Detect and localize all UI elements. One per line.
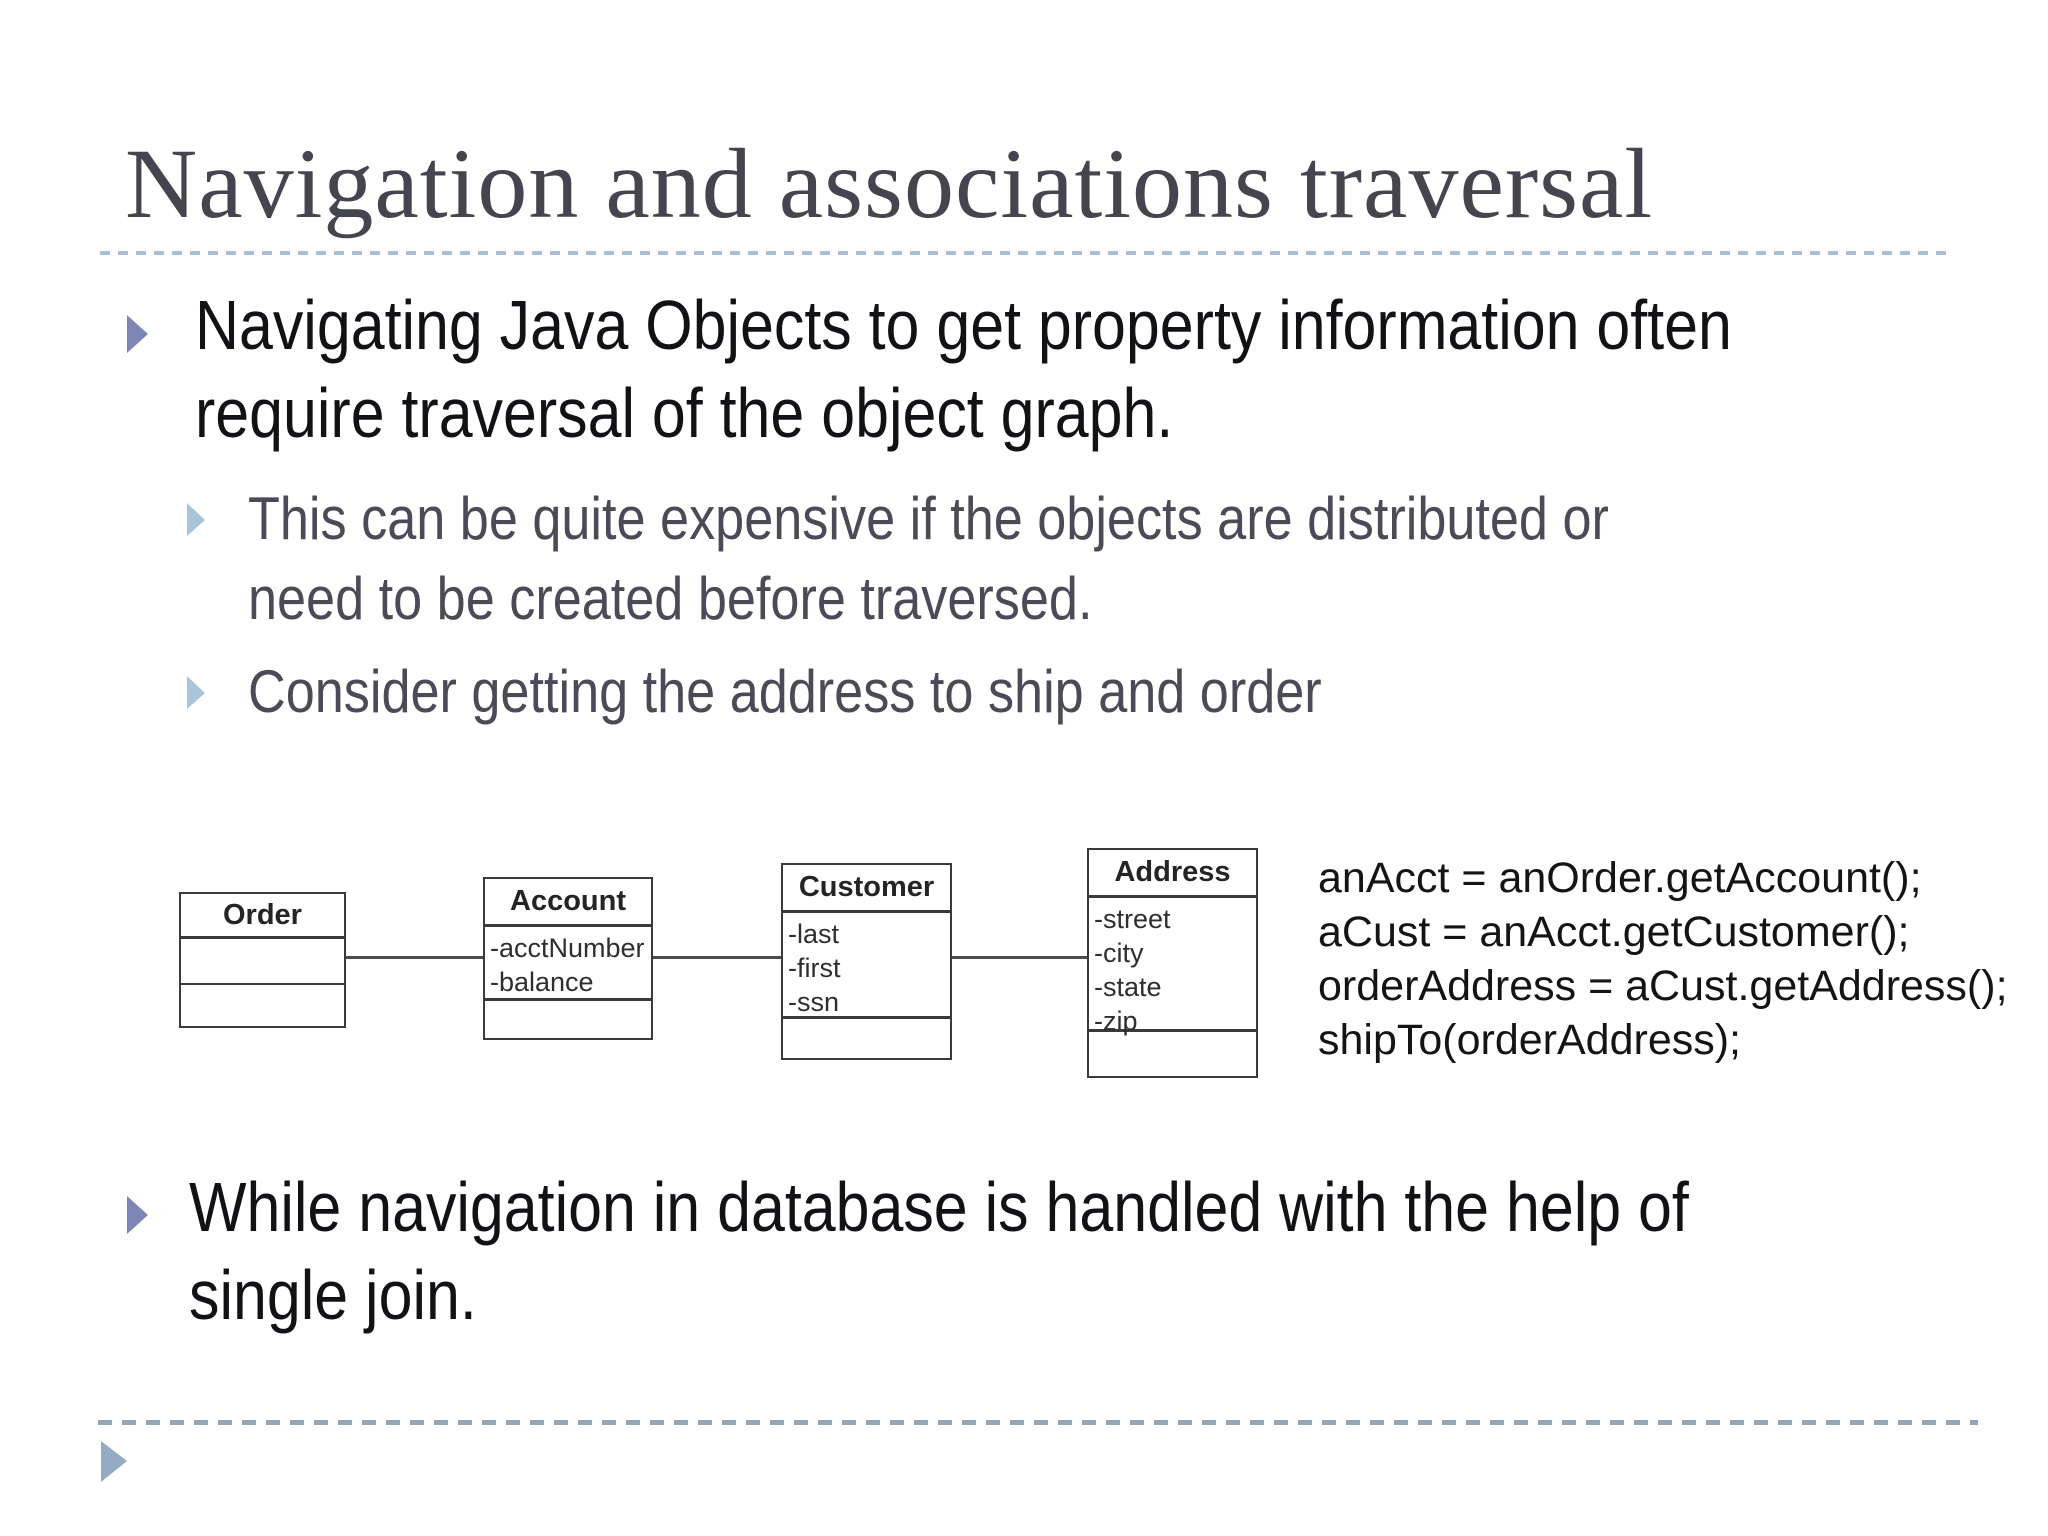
title-divider <box>100 251 1948 255</box>
class-attribute: -city <box>1094 938 1144 968</box>
uml-class-account: Account -acctNumber -balance <box>483 877 653 1040</box>
bullet-database-navigation: While navigation in database is handled … <box>127 1163 1913 1339</box>
uml-class-address: Address -street -city -state -zip <box>1087 848 1258 1078</box>
class-compartment-empty <box>181 985 344 1026</box>
class-attributes: -last -first -ssn <box>783 913 950 1019</box>
sub-bullet-arrow-icon <box>187 676 205 709</box>
association-line <box>345 956 1090 959</box>
class-name: Customer <box>783 865 950 913</box>
code-line: anAcct = anOrder.getAccount(); <box>1318 854 1922 902</box>
bullet-arrow-icon <box>127 1196 148 1234</box>
class-compartment-empty <box>1089 1032 1256 1076</box>
uml-class-order: Order <box>179 892 346 1028</box>
bullet-line: Navigating Java Objects to get property … <box>195 286 1732 364</box>
class-name: Order <box>181 894 344 939</box>
sub-bullet-text: This can be quite expensive if the objec… <box>248 479 1609 639</box>
class-attribute: -balance <box>490 967 594 997</box>
class-attributes: -street -city -state -zip <box>1089 898 1256 1036</box>
class-attribute: -street <box>1094 904 1171 934</box>
class-attribute: -ssn <box>788 987 840 1017</box>
sub-bullet-consider-address: Consider getting the address to ship and… <box>187 652 1482 732</box>
class-attribute: -last <box>788 919 840 949</box>
code-line: shipTo(orderAddress); <box>1318 1016 1742 1064</box>
sub-bullet-expensive: This can be quite expensive if the objec… <box>187 479 1812 639</box>
bullet-arrow-icon <box>127 315 148 353</box>
footer-divider <box>98 1420 1978 1425</box>
class-compartment-empty <box>181 939 344 985</box>
class-attribute: -zip <box>1094 1006 1138 1036</box>
class-name: Account <box>485 879 651 927</box>
bullet-line: need to be created before traversed. <box>248 565 1093 632</box>
slide-title: Navigation and associations traversal <box>125 128 1654 239</box>
code-line: orderAddress = aCust.getAddress(); <box>1318 962 2008 1010</box>
class-name: Address <box>1089 850 1256 898</box>
bullet-line: While navigation in database is handled … <box>189 1168 1689 1246</box>
bullet-line: Consider getting the address to ship and… <box>248 658 1322 725</box>
bullet-line: single join. <box>189 1256 477 1334</box>
class-attributes: -acctNumber -balance <box>485 927 651 1001</box>
bullet-line: This can be quite expensive if the objec… <box>248 485 1609 552</box>
uml-class-customer: Customer -last -first -ssn <box>781 863 952 1060</box>
class-attribute: -state <box>1094 972 1162 1002</box>
bullet-line: require traversal of the object graph. <box>195 374 1174 452</box>
code-line: aCust = anAcct.getCustomer(); <box>1318 908 1910 956</box>
bullet-object-navigation: Navigating Java Objects to get property … <box>127 281 1962 457</box>
class-attribute: -first <box>788 953 841 983</box>
class-compartment-empty <box>485 1001 651 1038</box>
bullet-text: Navigating Java Objects to get property … <box>195 281 1732 457</box>
sub-bullet-arrow-icon <box>187 503 205 536</box>
code-snippet: anAcct = anOrder.getAccount(); aCust = a… <box>1318 851 2008 1067</box>
bullet-text: While navigation in database is handled … <box>189 1163 1689 1339</box>
sub-bullet-text: Consider getting the address to ship and… <box>248 652 1322 732</box>
footer-arrow-icon <box>101 1441 127 1482</box>
class-attribute: -acctNumber <box>490 933 645 963</box>
class-compartment-empty <box>783 1019 950 1058</box>
